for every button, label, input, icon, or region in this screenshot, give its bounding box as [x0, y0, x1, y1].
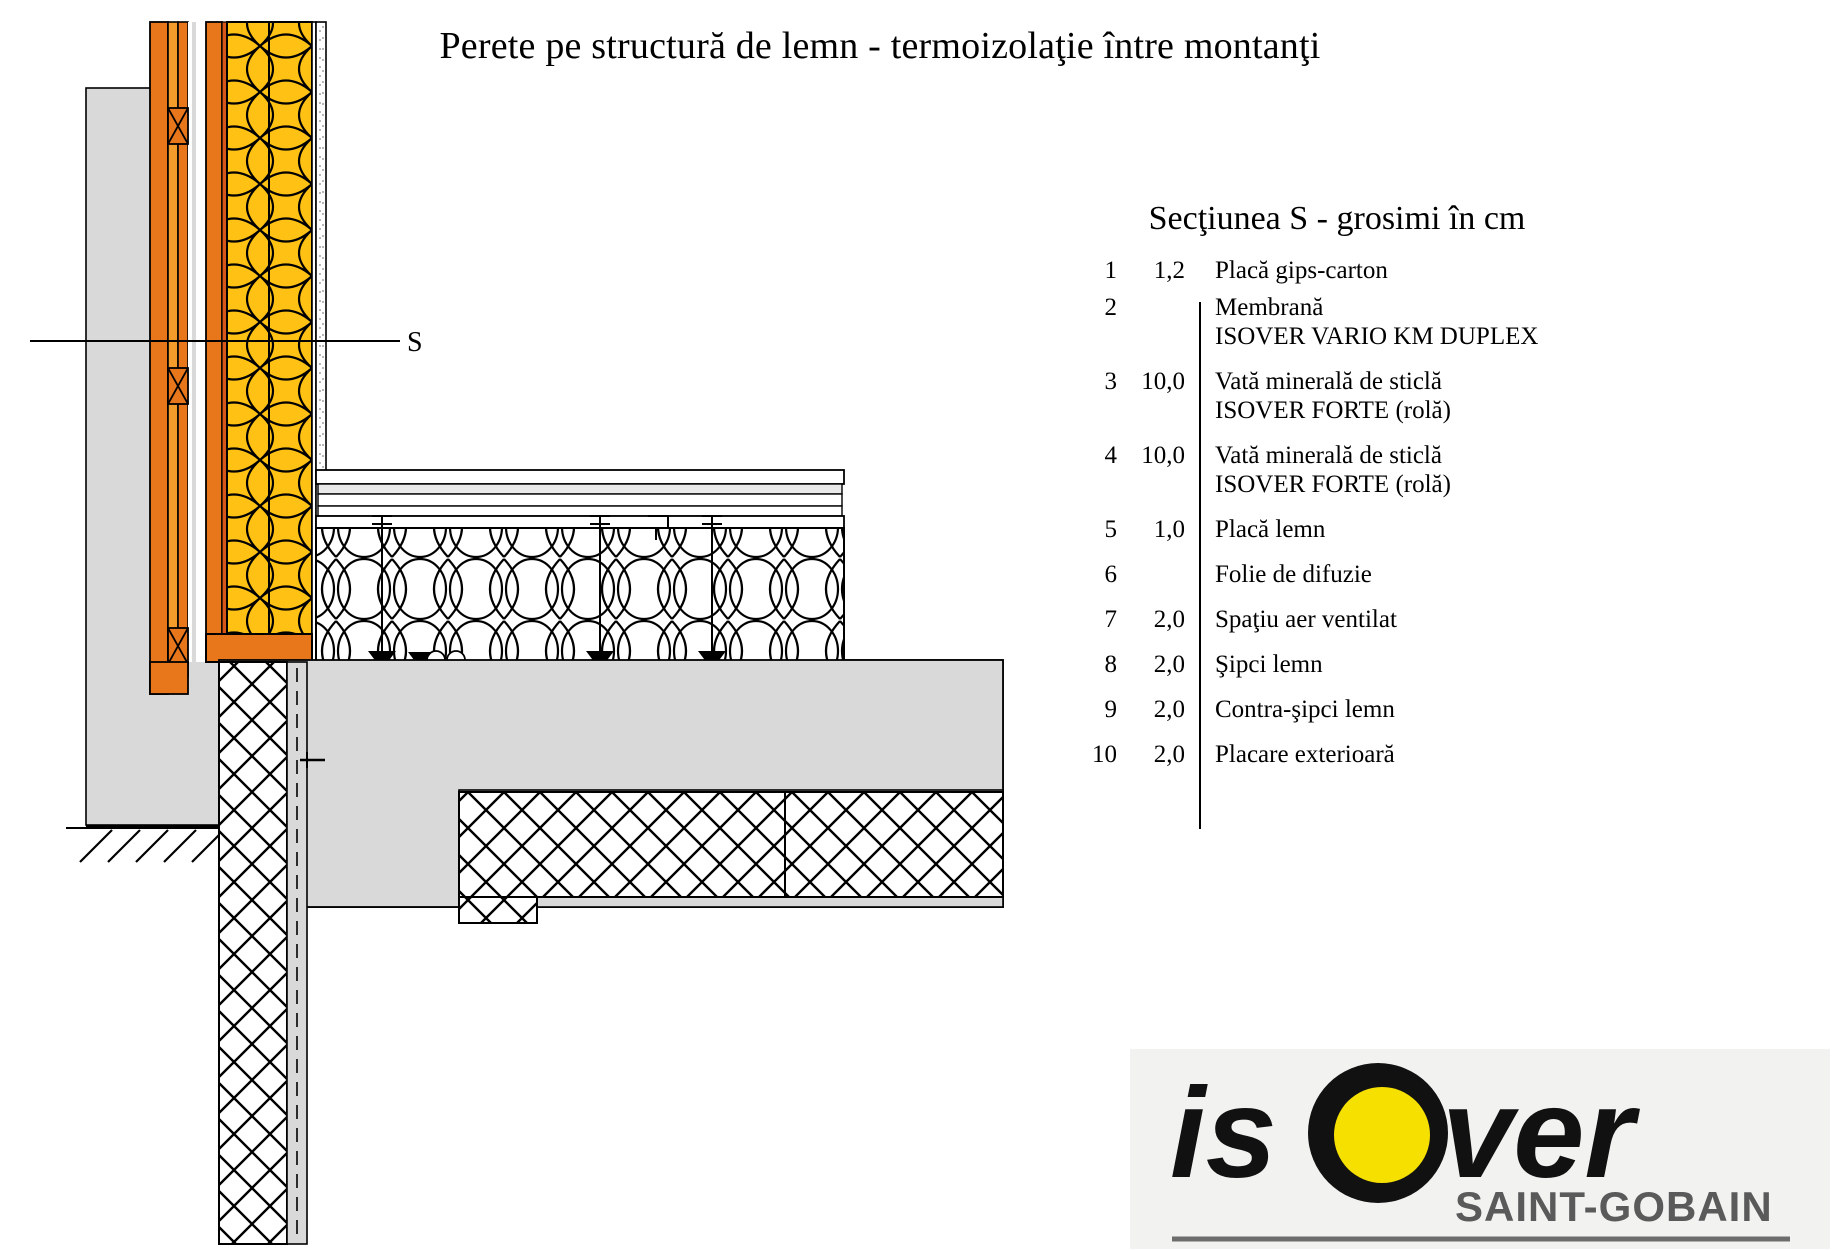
lower-slab — [218, 659, 1004, 1245]
legend-row-description: Placă gips-carton — [1215, 257, 1388, 284]
legend-row-description: Folie de difuzie — [1215, 561, 1372, 588]
legend-row-thickness: 2,0 — [1153, 741, 1185, 768]
legend-row: 5 1,0 Placă lemn — [1055, 515, 1615, 544]
legend-rows: 1 1,2 Placă gips-carton 2 Membrană ISOVE… — [1055, 256, 1615, 829]
legend-row-description: Contra-şipci lemn — [1215, 696, 1395, 723]
legend-row-description: Placă lemn — [1215, 516, 1326, 543]
legend-row-description: Vată minerală de sticlă ISOVER FORTE (ro… — [1215, 368, 1451, 424]
logo-subtitle: SAINT-GOBAIN — [1455, 1183, 1773, 1230]
isover-logo: is ver SAINT-GOBAIN — [1130, 1049, 1830, 1249]
legend-panel: Secţiunea S - grosimi în cm 1 1,2 Placă … — [1055, 200, 1615, 829]
floor-assembly — [315, 469, 845, 671]
ground-hatch — [66, 827, 220, 863]
logo-wordmark-ver: ver — [1442, 1062, 1640, 1205]
page-title: Perete pe structură de lemn - termoizola… — [439, 25, 1321, 67]
legend-row: 7 2,0 Spaţiu aer ventilat — [1055, 605, 1615, 634]
legend-row: 6 Folie de difuzie — [1055, 560, 1615, 589]
legend-row-description: Placare exterioară — [1215, 741, 1395, 768]
legend-row: 3 10,0 Vată minerală de sticlă ISOVER FO… — [1055, 367, 1615, 425]
legend-row-thickness: 10,0 — [1141, 368, 1185, 395]
legend-row-thickness: 10,0 — [1141, 442, 1185, 469]
exterior-insulation-board — [458, 791, 1004, 898]
legend-row: 10 2,0 Placare exterioară — [1055, 740, 1615, 769]
legend-row: 8 2,0 Şipci lemn — [1055, 650, 1615, 679]
section-label-s: S — [407, 327, 423, 358]
logo-sun-icon — [1334, 1087, 1430, 1183]
logo-wordmark-is: is — [1170, 1062, 1277, 1205]
legend-row-number: 1 — [1104, 257, 1118, 284]
legend-row-number: 2 — [1104, 294, 1118, 321]
legend-row: 9 2,0 Contra-şipci lemn — [1055, 695, 1615, 724]
wall-sill-plate — [149, 633, 313, 695]
legend-divider-rule — [1199, 302, 1201, 829]
legend-title: Secţiunea S - grosimi în cm — [1148, 200, 1526, 237]
legend-row: 1 1,2 Placă gips-carton — [1055, 256, 1615, 285]
legend-row-description: Membrană ISOVER VARIO KM DUPLEX — [1215, 294, 1539, 350]
batten-fixing-marks — [167, 107, 189, 665]
legend-row: 4 10,0 Vată minerală de sticlă ISOVER FO… — [1055, 441, 1615, 499]
legend-row-number: 6 — [1104, 561, 1118, 588]
legend-row-number: 10 — [1092, 741, 1117, 768]
layer-exterior-cladding — [149, 21, 169, 695]
legend-row-thickness: 1,0 — [1153, 516, 1185, 543]
legend-row-description: Vată minerală de sticlă ISOVER FORTE (ro… — [1215, 442, 1451, 498]
isover-logo-svg: is ver SAINT-GOBAIN — [1130, 1049, 1830, 1249]
legend-row-number: 8 — [1104, 651, 1118, 678]
legend-row-thickness: 2,0 — [1153, 651, 1185, 678]
legend-row-number: 4 — [1104, 442, 1118, 469]
foundation-insulation — [218, 661, 288, 1245]
legend-row-thickness: 1,2 — [1153, 257, 1185, 284]
legend-row-description: Spaţiu aer ventilat — [1215, 606, 1397, 633]
legend-row: 2 Membrană ISOVER VARIO KM DUPLEX — [1055, 293, 1615, 351]
legend-row-thickness: 2,0 — [1153, 696, 1185, 723]
legend-row-description: Şipci lemn — [1215, 651, 1323, 678]
legend-row-number: 3 — [1104, 368, 1118, 395]
legend-row-number: 9 — [1104, 696, 1118, 723]
legend-row-thickness: 2,0 — [1153, 606, 1185, 633]
legend-row-number: 7 — [1104, 606, 1118, 633]
legend-row-number: 5 — [1104, 516, 1118, 543]
